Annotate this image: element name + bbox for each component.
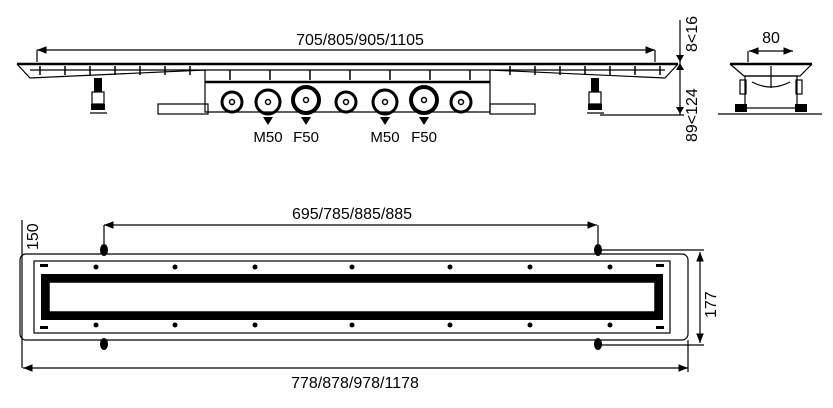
inner-width-label: 150	[25, 223, 42, 250]
outlet-label-m50: M50	[253, 129, 282, 146]
top-view: 695/785/885/885 150 177 778/878/978/1178	[19, 206, 720, 392]
outer-length-label: 778/878/978/1178	[291, 375, 419, 392]
mounting-screws	[40, 244, 664, 350]
feet-spacing-label: 695/785/885/885	[292, 206, 412, 223]
length-dimension-label: 705/805/905/1105	[296, 32, 424, 49]
adjustable-foot-left	[90, 78, 107, 114]
height-dimension-bottom-label: 89<124	[684, 88, 701, 142]
outlet-arrows	[263, 117, 429, 125]
side-view: 80	[718, 30, 822, 115]
outlet-label-m50: M50	[370, 129, 399, 146]
side-width-label: 80	[762, 30, 780, 47]
outlet-circles	[220, 85, 473, 116]
outlet-label-f50: F50	[411, 129, 437, 146]
height-dimension-top-label: 8<16	[684, 16, 701, 52]
outer-width-label: 177	[703, 291, 720, 318]
outlet-label-f50: F50	[293, 129, 319, 146]
adjustable-foot-right	[587, 78, 604, 114]
drain-outer-frame	[19, 253, 689, 341]
drain-grate	[48, 281, 656, 313]
front-view: 705/805/905/1105 M	[16, 16, 701, 146]
